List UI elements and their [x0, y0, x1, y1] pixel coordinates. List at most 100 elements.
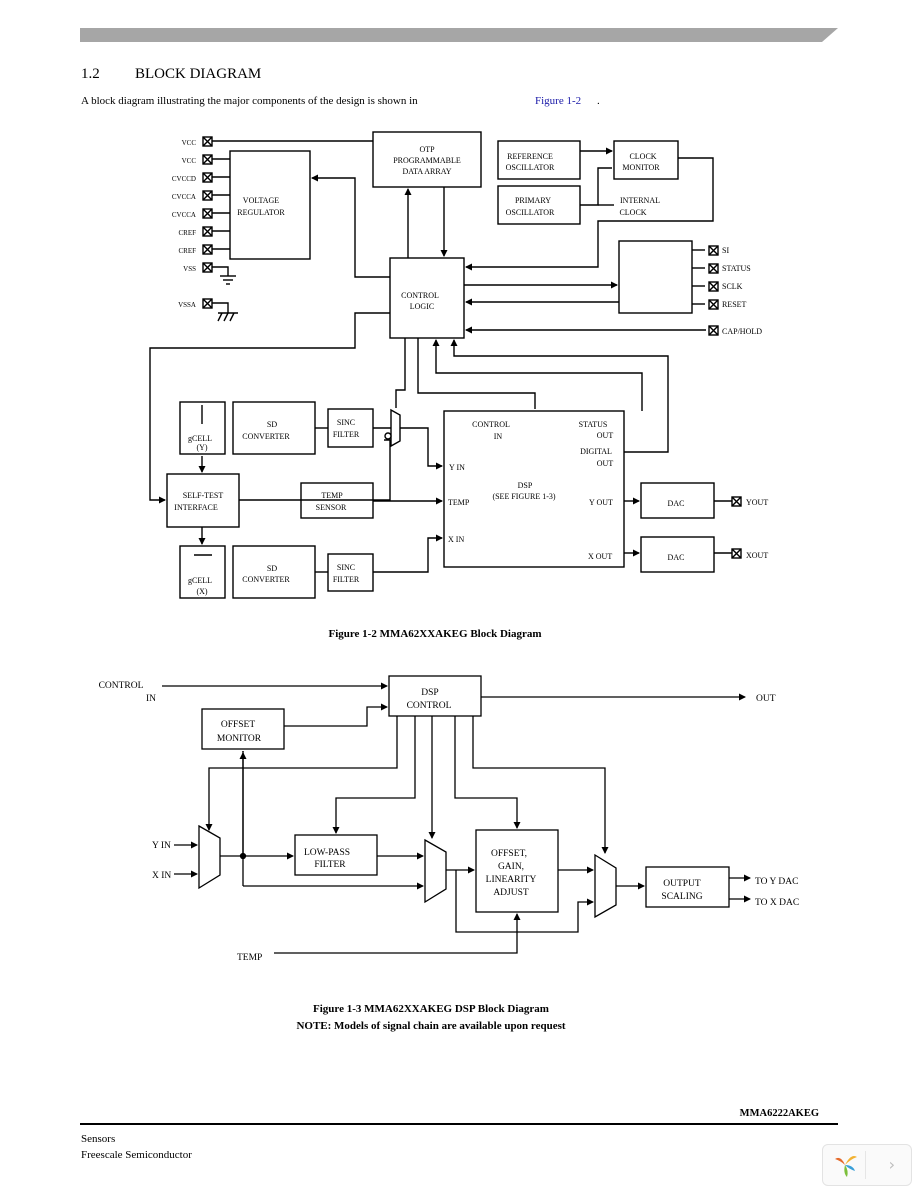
chevron-right-icon[interactable]: ›: [888, 1155, 895, 1174]
gcell-y-l1: gCELL: [188, 434, 212, 443]
otp-l1: OTP: [419, 145, 435, 154]
otp-l3: DATA ARRAY: [402, 167, 451, 176]
gcell-y-box: [179, 401, 226, 455]
pin-si: SI: [722, 246, 729, 255]
ctrl-l1: CONTROL: [401, 291, 439, 300]
spi-box: [618, 240, 693, 314]
self-test-l1: SELF-TEST: [183, 491, 224, 500]
pin-vcc-2: VCC: [182, 157, 197, 165]
xout-pin-label: XOUT: [746, 551, 768, 560]
gcell-x-l1: gCELL: [188, 576, 212, 585]
offset-mon-l2: MONITOR: [217, 734, 262, 744]
footer-line-2: Freescale Semiconductor: [81, 1149, 192, 1161]
viewer-logo-icon: [835, 1156, 857, 1177]
output-scaling-box: [645, 866, 730, 908]
clk-mon-l1: CLOCK: [629, 152, 656, 161]
to-xdac-label: TO X DAC: [755, 898, 799, 908]
lpf-box: [294, 834, 378, 876]
offset-mon-l1: OFFSET: [221, 720, 256, 730]
sinc-y-l1: SINC: [337, 418, 355, 427]
section-heading: 1.2 BLOCK DIAGRAM: [81, 66, 261, 83]
dsp-status-l1: STATUS: [579, 420, 608, 429]
dac-x-label: DAC: [668, 553, 685, 562]
section-title: BLOCK DIAGRAM: [135, 66, 262, 82]
pin-terminals: [202, 136, 742, 559]
dac-x-box: [640, 536, 715, 573]
mux-c: [594, 853, 617, 919]
header-bar: [80, 28, 838, 42]
footer-rule: [80, 1123, 838, 1125]
ref-osc-box: [497, 140, 581, 180]
adjust-l1: OFFSET,: [491, 849, 527, 859]
viewer-nav-widget[interactable]: ›: [822, 1144, 912, 1186]
intro-paragraph: A block diagram illustrating the major c…: [81, 95, 781, 107]
dsp-l1: DSP: [518, 481, 533, 490]
ctrl-in-l1: CONTROL: [99, 681, 144, 691]
to-ydac-label: TO Y DAC: [755, 877, 798, 887]
clk-mon-l2: MONITOR: [622, 163, 660, 172]
otp-box: [372, 131, 482, 188]
dsp-ctrl-in-l1: CONTROL: [472, 420, 510, 429]
ref-osc-l2: OSCILLATOR: [506, 163, 555, 172]
sinc-x-l1: SINC: [337, 563, 355, 572]
viewer-divider: [865, 1151, 866, 1179]
figure-1-3-caption: Figure 1-3 MMA62XXAKEG DSP Block Diagram: [313, 1003, 549, 1015]
vreg-l1: VOLTAGE: [243, 196, 280, 205]
lpf-l2: FILTER: [314, 860, 346, 870]
sinc-x-l2: FILTER: [333, 575, 360, 584]
dsp-control-l1: DSP: [421, 688, 438, 698]
int-clk-l2: CLOCK: [619, 208, 646, 217]
mux-b: [424, 838, 447, 904]
pin-cvcca-2: CVCCA: [172, 211, 196, 219]
intro-end: .: [597, 95, 600, 107]
int-clk-l1: INTERNAL: [620, 196, 660, 205]
clock-monitor-box: [613, 140, 679, 180]
gcell-y-l2: (Y): [196, 443, 207, 452]
adjust-l3: LINEARITY: [486, 875, 537, 885]
section-number: 1.2: [81, 66, 100, 82]
pin-vssa: VSSA: [178, 301, 196, 309]
figure-1-2-power-pins: VCC VCC CVCCD CVCCA CVCCA CREF CREF VSS …: [172, 139, 196, 309]
prim-osc-l2: OSCILLATOR: [506, 208, 555, 217]
pin-cvccd: CVCCD: [172, 175, 196, 183]
vreg-l2: REGULATOR: [237, 208, 285, 217]
figure-1-2-port-labels: Y IN TEMP X IN Y OUT X OUT YOUT XOUT SI …: [448, 246, 768, 561]
pin-reset: RESET: [722, 300, 747, 309]
dsp-xin: X IN: [448, 535, 464, 544]
offset-monitor-box: [201, 708, 285, 750]
temp-label: TEMP: [237, 953, 262, 963]
figure-link[interactable]: Figure 1-2: [535, 95, 582, 107]
sd-y-l1: SD: [267, 420, 277, 429]
dac-y-label: DAC: [668, 499, 685, 508]
part-number: MMA6222AKEG: [739, 1108, 819, 1119]
prim-osc-box: [497, 185, 581, 225]
pin-cref-2: CREF: [178, 247, 196, 255]
gcell-x-box: [179, 545, 226, 599]
dsp-l2: (SEE FIGURE 1-3): [492, 492, 555, 501]
pin-cvcca-1: CVCCA: [172, 193, 196, 201]
adjust-l2: GAIN,: [498, 862, 524, 872]
figure-1-3-note: NOTE: Models of signal chain are availab…: [296, 1020, 566, 1032]
control-logic-box: [389, 257, 465, 339]
dsp-control-box: [388, 675, 482, 717]
gcell-x-l2: (X): [196, 587, 207, 596]
mux-y: [390, 408, 401, 448]
temp-sensor-l2: SENSOR: [316, 503, 347, 512]
xin-label: X IN: [152, 871, 171, 881]
out-scaling-l1: OUTPUT: [663, 879, 701, 889]
self-test-box: [166, 473, 240, 528]
prim-osc-l1: PRIMARY: [515, 196, 551, 205]
pin-vss: VSS: [183, 265, 196, 273]
figure-1-3-diagram: [162, 675, 751, 954]
sd-x-l2: CONVERTER: [242, 575, 290, 584]
ctrl-l2: LOGIC: [410, 302, 434, 311]
lpf-l1: LOW-PASS: [304, 848, 350, 858]
dsp-digital-l1: DIGITAL: [580, 447, 612, 456]
footer-line-1: Sensors: [81, 1133, 116, 1145]
vreg-box: [229, 150, 311, 260]
adjust-box: [475, 829, 559, 913]
dsp-yout: Y OUT: [589, 498, 613, 507]
dsp-status-l2: OUT: [597, 431, 614, 440]
ref-osc-l1: REFERENCE: [507, 152, 553, 161]
